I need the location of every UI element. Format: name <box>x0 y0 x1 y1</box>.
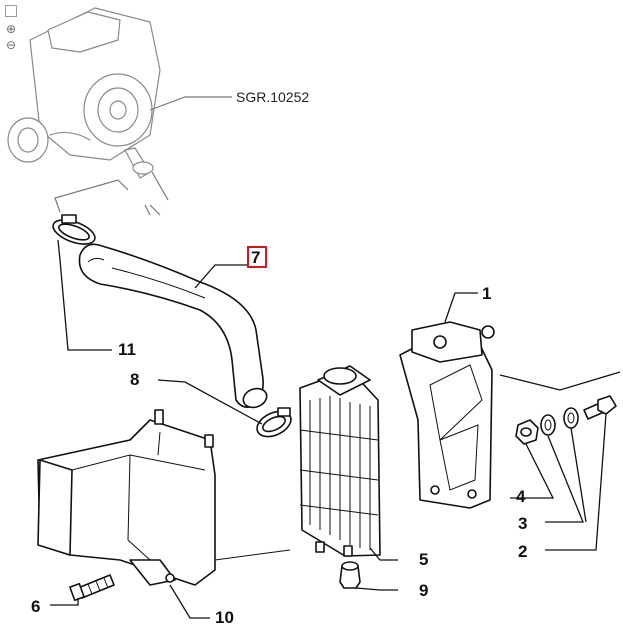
screw-6 <box>69 574 115 602</box>
bolt-2 <box>583 395 617 420</box>
callout-6[interactable]: 6 <box>31 597 41 616</box>
turbocharger-reference <box>7 7 232 216</box>
callout-10[interactable]: 10 <box>215 608 234 625</box>
callout-8[interactable]: 8 <box>130 370 140 389</box>
callout-4[interactable]: 4 <box>516 487 526 506</box>
callout-7[interactable]: 7 <box>251 248 261 267</box>
callout-2[interactable]: 2 <box>518 542 528 561</box>
callout-1[interactable]: 1 <box>482 284 492 303</box>
clamp-8 <box>256 407 292 438</box>
reference-label[interactable]: SGR.10252 <box>236 89 310 105</box>
callout-11[interactable]: 11 <box>118 340 136 359</box>
callout-3[interactable]: 3 <box>518 514 528 533</box>
zoom-in-icon[interactable]: ⊕ <box>5 22 17 36</box>
air-duct-10 <box>37 409 291 586</box>
rubber-mount-9 <box>339 561 361 589</box>
washer-3 <box>540 407 579 436</box>
fullscreen-icon[interactable] <box>5 5 17 17</box>
intake-hose-7 <box>78 243 268 409</box>
selected-callout-highlight <box>247 246 267 268</box>
nut-4 <box>515 419 539 445</box>
support-bracket-1 <box>399 321 495 509</box>
callout-5[interactable]: 5 <box>419 550 429 569</box>
callout-9[interactable]: 9 <box>419 581 429 600</box>
clamp-11 <box>52 214 96 245</box>
zoom-toolbar: ⊕ ⊖ <box>4 4 20 54</box>
zoom-out-icon[interactable]: ⊖ <box>5 38 17 52</box>
intercooler-5 <box>299 365 381 557</box>
